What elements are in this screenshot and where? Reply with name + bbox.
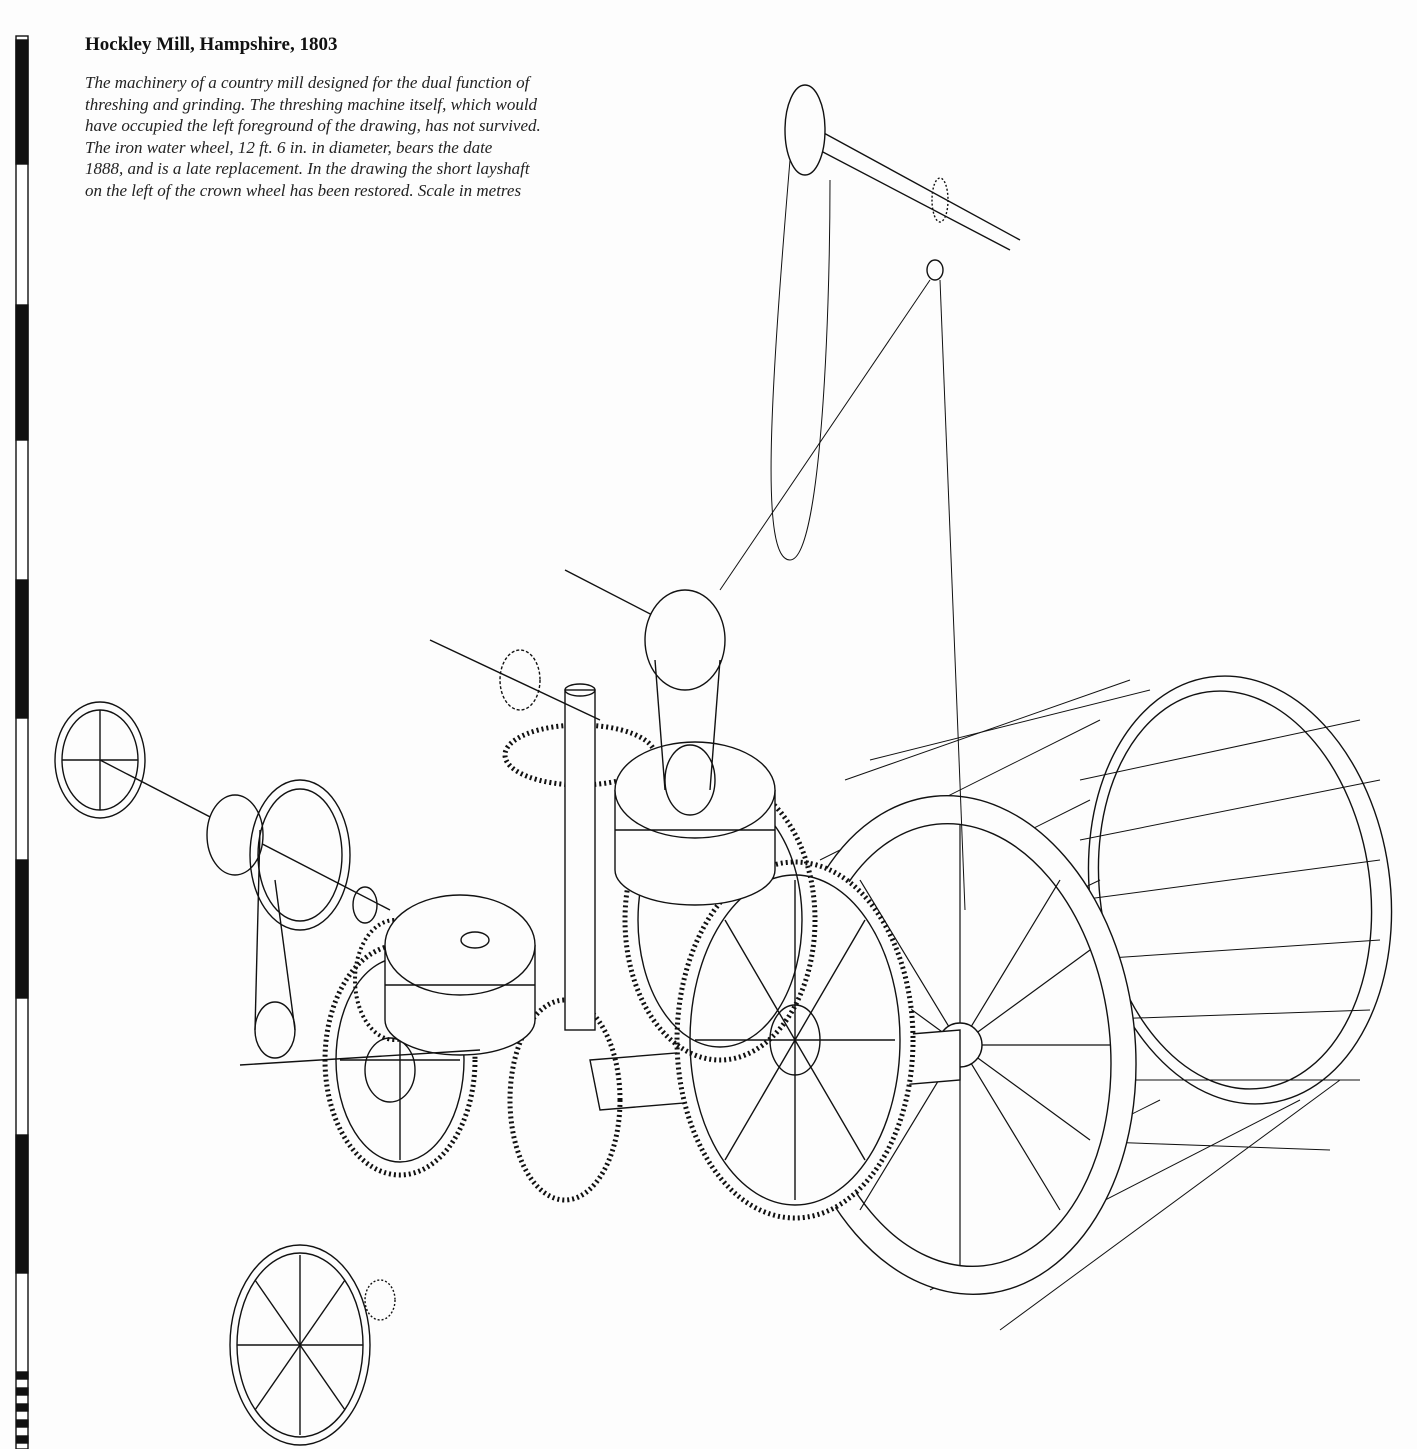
pit-wheel: [674, 859, 916, 1221]
layshaft-pulleys: [429, 569, 726, 816]
scale-bar: [15, 35, 29, 1449]
left-pulleys: [206, 779, 481, 1066]
upright-shaft: [564, 683, 596, 1031]
caption-line: on the left of the crown wheel has been …: [85, 180, 522, 200]
sack-hoist: [719, 84, 1021, 911]
figure-caption: The machinery of a country mill designed…: [85, 72, 645, 201]
caption-line: have occupied the left foreground of the…: [85, 116, 541, 135]
caption-line: threshing and grinding. The threshing ma…: [85, 94, 538, 114]
caption-line: The iron water wheel, 12 ft. 6 in. in di…: [85, 137, 493, 157]
caption-line: 1888, and is a late replacement. In the …: [85, 159, 530, 178]
caption-line: The machinery of a country mill designed…: [85, 73, 530, 92]
figure-title: Hockley Mill, Hampshire, 1803: [85, 34, 338, 55]
millstone-left: [384, 894, 536, 1056]
carriage-wheel: [229, 1244, 396, 1446]
